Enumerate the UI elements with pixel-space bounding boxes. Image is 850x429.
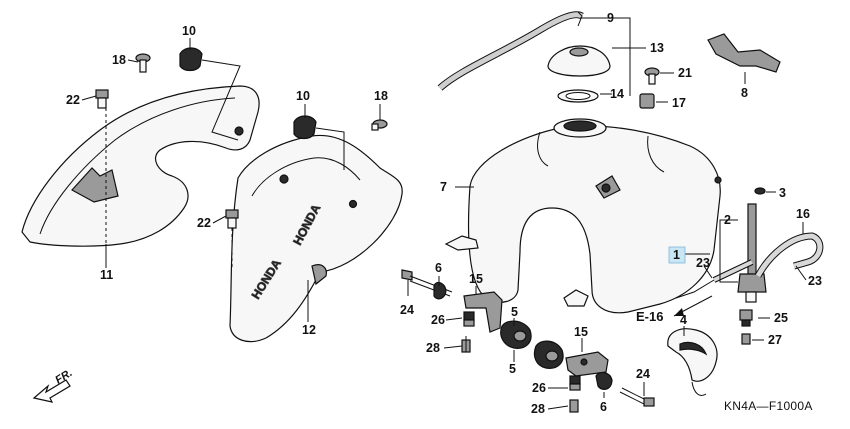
bolt-22-mid[interactable] [225, 209, 239, 229]
callout-28a[interactable]: 28 [426, 341, 440, 355]
callout-14[interactable]: 14 [610, 87, 624, 101]
callout-7[interactable]: 7 [440, 180, 447, 194]
callout-26b[interactable]: 26 [532, 381, 546, 395]
right-shroud[interactable]: HONDA HONDA [229, 134, 403, 343]
breather-hose[interactable] [437, 11, 584, 91]
grommet-10-left[interactable] [179, 47, 203, 72]
callout-4[interactable]: 4 [680, 313, 687, 327]
callout-5b[interactable]: 5 [509, 362, 516, 376]
fuel-cap[interactable] [547, 45, 611, 77]
callout-15b[interactable]: 15 [574, 325, 588, 339]
heat-guard[interactable] [667, 328, 718, 396]
selected-callout-highlight [668, 246, 686, 264]
bolt-27[interactable] [741, 333, 751, 345]
callout-labels: 1 2 3 4 5 5 6 6 7 8 9 10 10 11 12 13 14 … [66, 11, 822, 416]
cushion-5-left[interactable] [500, 320, 532, 349]
callout-26a[interactable]: 26 [431, 313, 445, 327]
callout-12[interactable]: 12 [302, 323, 316, 337]
callout-23b[interactable]: 23 [808, 274, 822, 288]
bolt-28-left[interactable] [461, 336, 471, 353]
bolt-24-right[interactable] [619, 387, 655, 407]
callout-10b[interactable]: 10 [296, 89, 310, 103]
callout-16[interactable]: 16 [796, 207, 810, 221]
callout-8[interactable]: 8 [741, 86, 748, 100]
cushion-5-right[interactable] [533, 340, 564, 369]
callout-22b[interactable]: 22 [197, 216, 211, 230]
front-arrow: FR. [32, 367, 75, 403]
cap-gasket[interactable] [557, 89, 599, 103]
grommet-10-right[interactable] [293, 115, 317, 140]
fuel-hose[interactable] [712, 232, 824, 283]
callout-10a[interactable]: 10 [182, 24, 196, 38]
callout-22a[interactable]: 22 [66, 93, 80, 107]
washer-3[interactable] [754, 187, 766, 195]
callout-1[interactable]: 1 [673, 248, 680, 262]
callout-24b[interactable]: 24 [636, 367, 650, 381]
collar-6-right[interactable] [595, 371, 613, 390]
callout-23a[interactable]: 23 [696, 256, 710, 270]
callout-11[interactable]: 11 [100, 268, 113, 282]
drawing-code: KN4A—F1000A [724, 399, 813, 413]
callout-25[interactable]: 25 [774, 311, 788, 325]
callout-3[interactable]: 3 [779, 186, 786, 200]
callout-17[interactable]: 17 [672, 96, 686, 110]
nut-26-right[interactable] [569, 375, 581, 391]
e16-label: E-16 [636, 309, 663, 324]
callout-27[interactable]: 27 [768, 333, 782, 347]
screw-18-right[interactable] [371, 119, 388, 131]
left-shroud[interactable] [21, 85, 260, 247]
fuel-tank[interactable] [444, 118, 722, 314]
leader-lines [81, 17, 807, 410]
front-arrow-label: FR. [53, 367, 74, 387]
callout-24a[interactable]: 24 [400, 303, 414, 317]
callout-18b[interactable]: 18 [374, 89, 388, 103]
callout-15a[interactable]: 15 [469, 272, 483, 286]
bolt-22-top[interactable] [95, 89, 109, 109]
bracket-15-left[interactable] [463, 291, 503, 333]
front-arrow-icon [32, 379, 71, 403]
callout-2[interactable]: 2 [724, 213, 731, 227]
bolt-21[interactable] [644, 67, 660, 85]
bolt-28-right[interactable] [569, 399, 579, 413]
callout-9[interactable]: 9 [607, 11, 614, 25]
e16-reference: E-16 [636, 295, 713, 324]
callout-6a[interactable]: 6 [435, 261, 442, 275]
callout-28b[interactable]: 28 [531, 402, 545, 416]
screw-18-left[interactable] [135, 53, 151, 73]
callout-6b[interactable]: 6 [600, 400, 607, 414]
bracket-15-right[interactable] [565, 351, 609, 377]
collar-17[interactable] [639, 93, 655, 109]
fuel-valve[interactable] [737, 203, 767, 303]
bolt-25[interactable] [739, 309, 753, 327]
nut-26-left[interactable] [463, 311, 475, 327]
callout-5a[interactable]: 5 [511, 305, 518, 319]
callout-18a[interactable]: 18 [112, 53, 126, 67]
bracket-8[interactable] [707, 33, 781, 73]
callout-13[interactable]: 13 [650, 41, 664, 55]
collar-6-left[interactable] [433, 281, 447, 300]
callout-21[interactable]: 21 [678, 66, 692, 80]
